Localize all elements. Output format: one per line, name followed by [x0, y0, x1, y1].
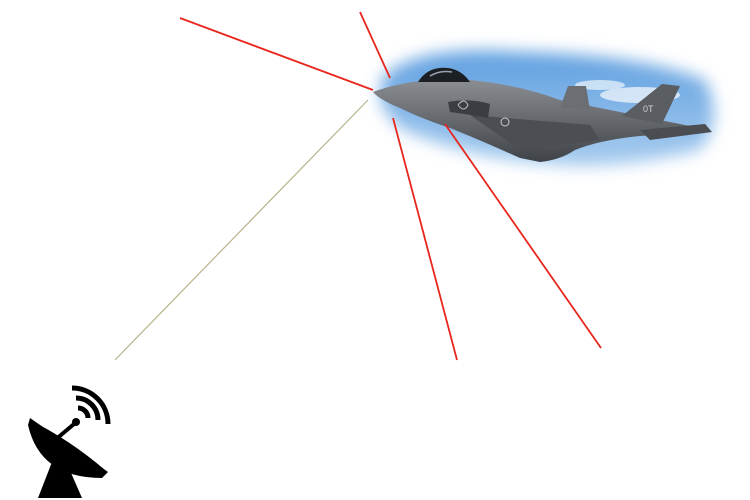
reflected-ray — [179, 17, 374, 91]
reflected-ray — [392, 117, 458, 361]
radar-dish-icon — [28, 385, 111, 498]
reflected-ray — [444, 123, 602, 349]
fighter-jet-icon: 0T — [373, 50, 714, 166]
incident-ray — [114, 99, 369, 361]
reflected-ray — [359, 11, 391, 79]
svg-text:0T: 0T — [643, 104, 654, 114]
